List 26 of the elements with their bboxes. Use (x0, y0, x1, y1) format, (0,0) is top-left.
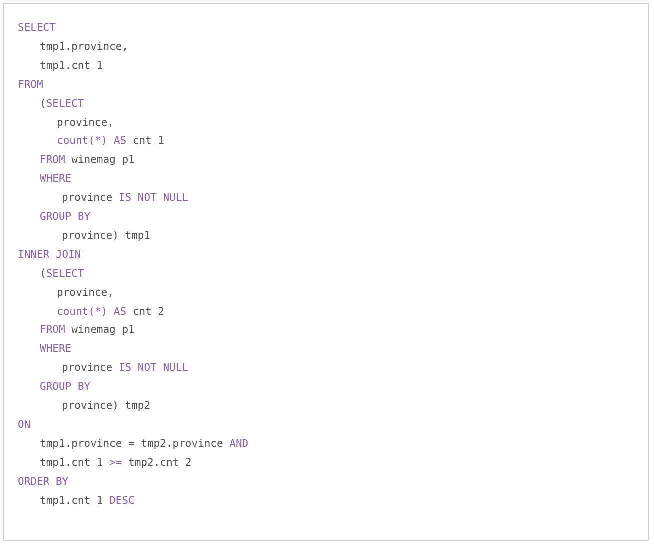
code-line: WHERE (40, 172, 72, 186)
code-line: ORDER BY (18, 474, 69, 489)
code-line: (SELECT (40, 96, 84, 111)
code-line: GROUP BY (40, 210, 91, 224)
code-line: WHERE (40, 342, 72, 356)
code-line: tmp1.cnt_1 (40, 58, 104, 73)
code-line: tmp1.cnt_1 DESC (40, 494, 135, 508)
code-line: count(*) AS cnt_2 (57, 304, 164, 318)
code-line: GROUP BY (40, 380, 91, 394)
code-line: ON (18, 418, 31, 432)
code-line: INNER JOIN (18, 248, 82, 262)
code-line: tmp1.province = tmp2.province AND (40, 436, 249, 451)
code-line: FROM winemag_p1 (40, 323, 135, 338)
code-line: province IS NOT NULL (62, 361, 188, 376)
code-line: province, (57, 116, 114, 130)
code-line: FROM (18, 78, 44, 92)
code-line: FROM winemag_p1 (40, 153, 135, 168)
code-line: province) tmp1 (62, 228, 151, 243)
code-line: tmp1.province, (40, 40, 129, 54)
code-line: province IS NOT NULL (62, 191, 188, 206)
code-line: tmp1.cnt_1 >= tmp2.cnt_2 (40, 456, 192, 470)
code-line: SELECT (18, 21, 56, 35)
code-line: province, (57, 286, 114, 300)
code-line: count(*) AS cnt_1 (57, 134, 164, 148)
code-line: province) tmp2 (62, 399, 151, 413)
code-line: (SELECT (40, 266, 84, 281)
